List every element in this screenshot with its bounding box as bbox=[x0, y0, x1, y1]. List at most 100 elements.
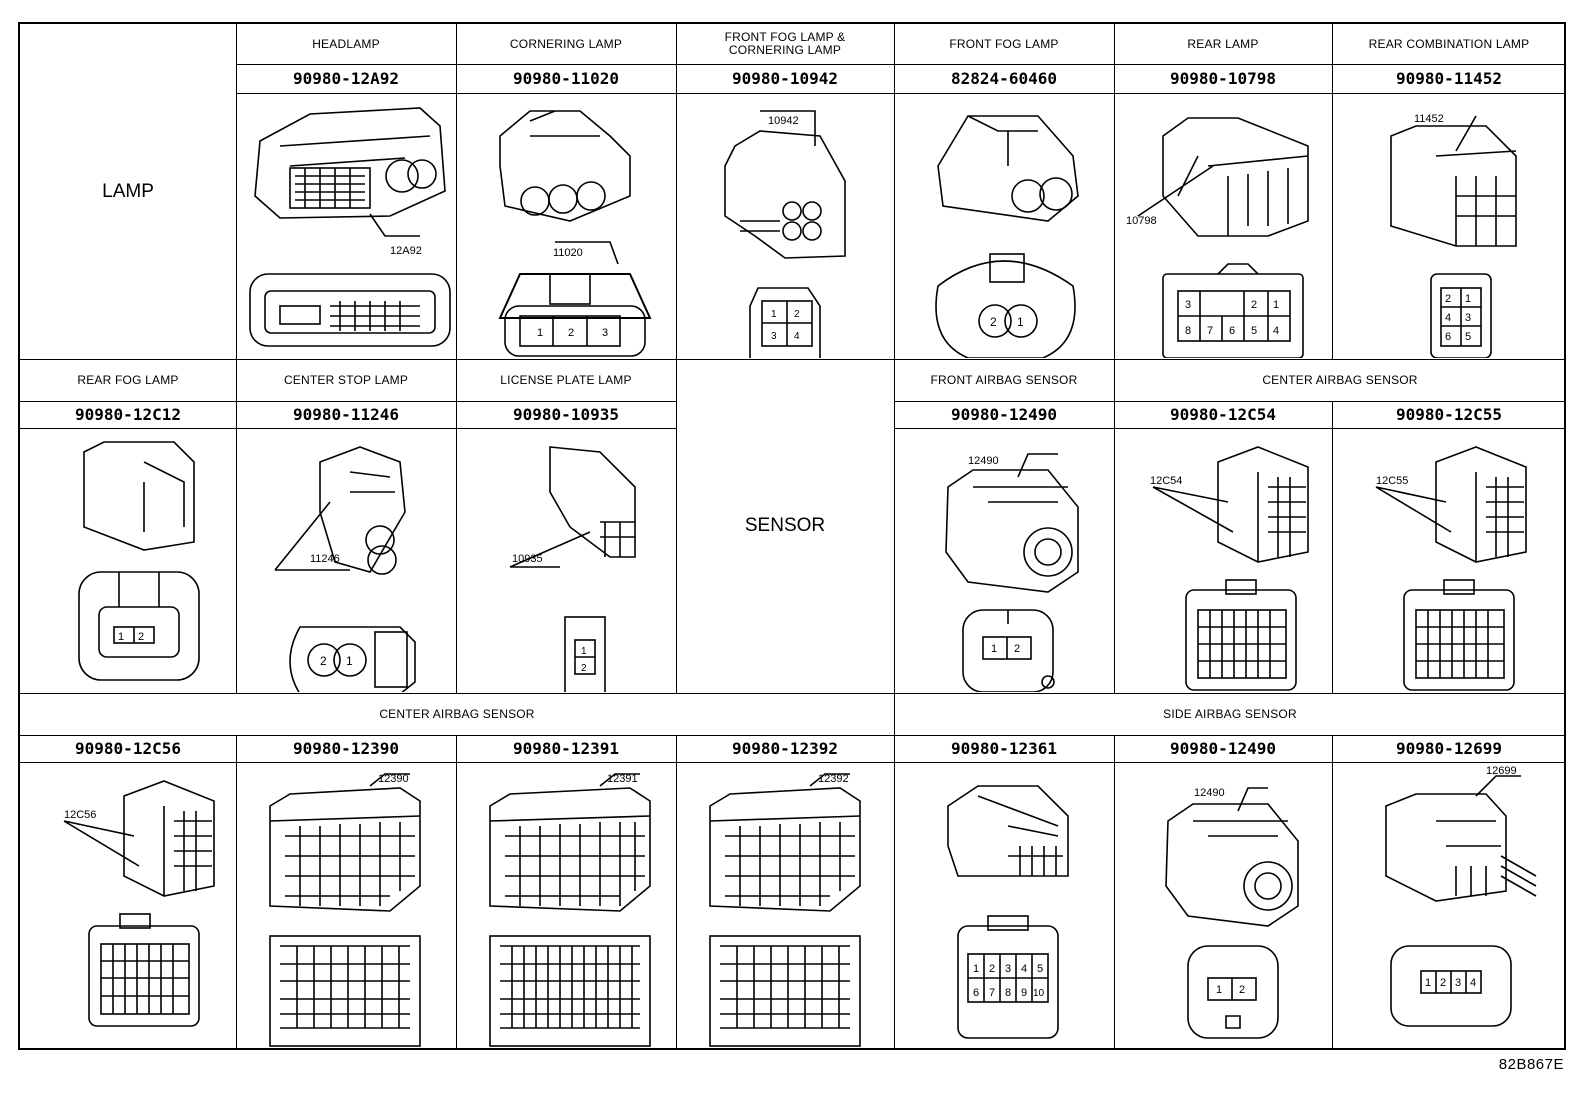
svg-text:1: 1 bbox=[537, 327, 543, 339]
svg-text:4: 4 bbox=[1470, 977, 1476, 989]
row2-header-divider-left bbox=[20, 401, 676, 402]
part-number: 90980-12C56 bbox=[75, 739, 181, 758]
part-number: 90980-12A92 bbox=[293, 69, 399, 88]
svg-text:1: 1 bbox=[991, 643, 997, 655]
svg-text:1: 1 bbox=[1273, 299, 1279, 311]
callout-label: 11452 bbox=[1414, 113, 1444, 125]
svg-text:3: 3 bbox=[771, 331, 777, 342]
svg-text:5: 5 bbox=[1465, 331, 1471, 343]
row3-col-divider-4 bbox=[894, 693, 895, 1050]
svg-text:1: 1 bbox=[973, 963, 979, 975]
row1-col-divider-5 bbox=[1114, 24, 1115, 359]
svg-text:3: 3 bbox=[1185, 299, 1191, 311]
connector-drawing-license-plate-lamp: 10935 12 bbox=[509, 446, 636, 692]
svg-text:1: 1 bbox=[1425, 977, 1431, 989]
svg-text:4: 4 bbox=[1445, 312, 1451, 324]
header-license-plate-lamp: LICENSE PLATE LAMP bbox=[500, 372, 632, 387]
section-label-sensor: SENSOR bbox=[744, 515, 826, 536]
connector-drawing-center-airbag-sensor-12c56: 12C56 bbox=[63, 780, 215, 1027]
svg-text:3: 3 bbox=[1455, 977, 1461, 989]
row1-col-divider-6 bbox=[1332, 24, 1333, 359]
svg-text:1: 1 bbox=[1216, 984, 1222, 996]
part-number: 90980-12490 bbox=[1170, 739, 1276, 758]
svg-text:1: 1 bbox=[581, 646, 587, 657]
row2-col-divider-5 bbox=[1114, 359, 1115, 693]
svg-text:8: 8 bbox=[1185, 325, 1191, 337]
svg-text:6: 6 bbox=[1229, 325, 1235, 337]
part-number: 90980-12391 bbox=[513, 739, 619, 758]
part-number: 90980-11246 bbox=[293, 405, 399, 424]
connector-drawing-12391: 12391 bbox=[489, 773, 651, 1047]
callout-label: 12A92 bbox=[390, 245, 422, 257]
header-rear-lamp: REAR LAMP bbox=[1187, 36, 1259, 51]
row3-col-divider-3 bbox=[676, 735, 677, 1050]
row1-col-divider-4 bbox=[894, 24, 895, 359]
row3-col-divider-6 bbox=[1332, 735, 1333, 1050]
row2-col-divider-3 bbox=[676, 359, 677, 693]
svg-text:5: 5 bbox=[1037, 963, 1043, 975]
part-number: 90980-11020 bbox=[513, 69, 619, 88]
callout-label: 10942 bbox=[768, 115, 799, 127]
svg-text:2: 2 bbox=[1445, 293, 1451, 305]
callout-label: 12391 bbox=[607, 773, 638, 785]
header-front-fog-lamp: FRONT FOG LAMP bbox=[949, 36, 1059, 51]
header-cornering-lamp: CORNERING LAMP bbox=[509, 36, 623, 51]
callout-label: 12390 bbox=[378, 773, 409, 785]
header-rear-fog-lamp: REAR FOG LAMP bbox=[77, 372, 179, 387]
svg-text:8: 8 bbox=[1005, 987, 1011, 999]
header-center-airbag-sensor-2: CENTER AIRBAG SENSOR bbox=[379, 706, 535, 721]
callout-label: 11246 bbox=[310, 553, 340, 565]
svg-text:4: 4 bbox=[1273, 325, 1279, 337]
header-side-airbag-sensor: SIDE AIRBAG SENSOR bbox=[1163, 706, 1297, 721]
svg-text:1: 1 bbox=[118, 631, 124, 643]
svg-text:2: 2 bbox=[1251, 299, 1257, 311]
header-front-fog-cornering-lamp: FRONT FOG LAMP & CORNERING LAMP bbox=[724, 30, 846, 57]
svg-text:7: 7 bbox=[989, 987, 995, 999]
svg-text:10: 10 bbox=[1033, 988, 1045, 999]
svg-text:2: 2 bbox=[794, 309, 800, 320]
connector-table: LAMP SENSOR HEADLAMP CORNERING LAMP FRON… bbox=[18, 22, 1566, 1050]
svg-text:4: 4 bbox=[794, 331, 800, 342]
svg-text:3: 3 bbox=[1465, 312, 1471, 324]
part-number: 90980-10942 bbox=[732, 69, 838, 88]
callout-label: 12C56 bbox=[64, 809, 96, 821]
callout-label: 12699 bbox=[1486, 766, 1517, 777]
svg-text:2: 2 bbox=[138, 631, 144, 643]
row1-col-divider-1 bbox=[236, 24, 237, 359]
connector-drawing-center-airbag-sensor-12c55: 12C55 bbox=[1375, 446, 1527, 691]
row1-col-divider-2 bbox=[456, 24, 457, 359]
row2-col-divider-6 bbox=[1332, 401, 1333, 693]
connector-drawing-center-stop-lamp: 11246 2 1 bbox=[274, 446, 416, 692]
svg-text:2: 2 bbox=[989, 963, 995, 975]
row3-col-divider-1 bbox=[236, 735, 237, 1050]
row2-col-divider-1 bbox=[236, 359, 237, 693]
header-center-airbag-sensor: CENTER AIRBAG SENSOR bbox=[1262, 372, 1418, 387]
svg-text:2: 2 bbox=[1440, 977, 1446, 989]
row1-pn-divider bbox=[236, 93, 1566, 94]
row2-header-divider-right bbox=[894, 401, 1566, 402]
header-center-stop-lamp: CENTER STOP LAMP bbox=[283, 372, 409, 387]
part-number: 90980-12390 bbox=[293, 739, 399, 758]
part-number: 90980-12C12 bbox=[75, 405, 181, 424]
svg-text:2: 2 bbox=[1239, 984, 1245, 996]
svg-text:2: 2 bbox=[581, 663, 587, 674]
callout-label: 12C55 bbox=[1376, 475, 1408, 487]
part-number: 90980-12C54 bbox=[1170, 405, 1276, 424]
svg-text:2: 2 bbox=[990, 315, 997, 329]
connector-drawing-12390: 12390 bbox=[269, 773, 421, 1047]
svg-text:1: 1 bbox=[346, 654, 353, 668]
svg-text:2: 2 bbox=[320, 654, 327, 668]
row3-col-divider-5 bbox=[1114, 735, 1115, 1050]
part-number: 90980-12699 bbox=[1396, 739, 1502, 758]
row1-header-divider bbox=[236, 64, 1566, 65]
svg-text:2: 2 bbox=[568, 327, 574, 339]
header-headlamp: HEADLAMP bbox=[312, 36, 380, 51]
svg-text:6: 6 bbox=[973, 987, 979, 999]
svg-text:3: 3 bbox=[602, 327, 608, 339]
part-number: 90980-12490 bbox=[951, 405, 1057, 424]
